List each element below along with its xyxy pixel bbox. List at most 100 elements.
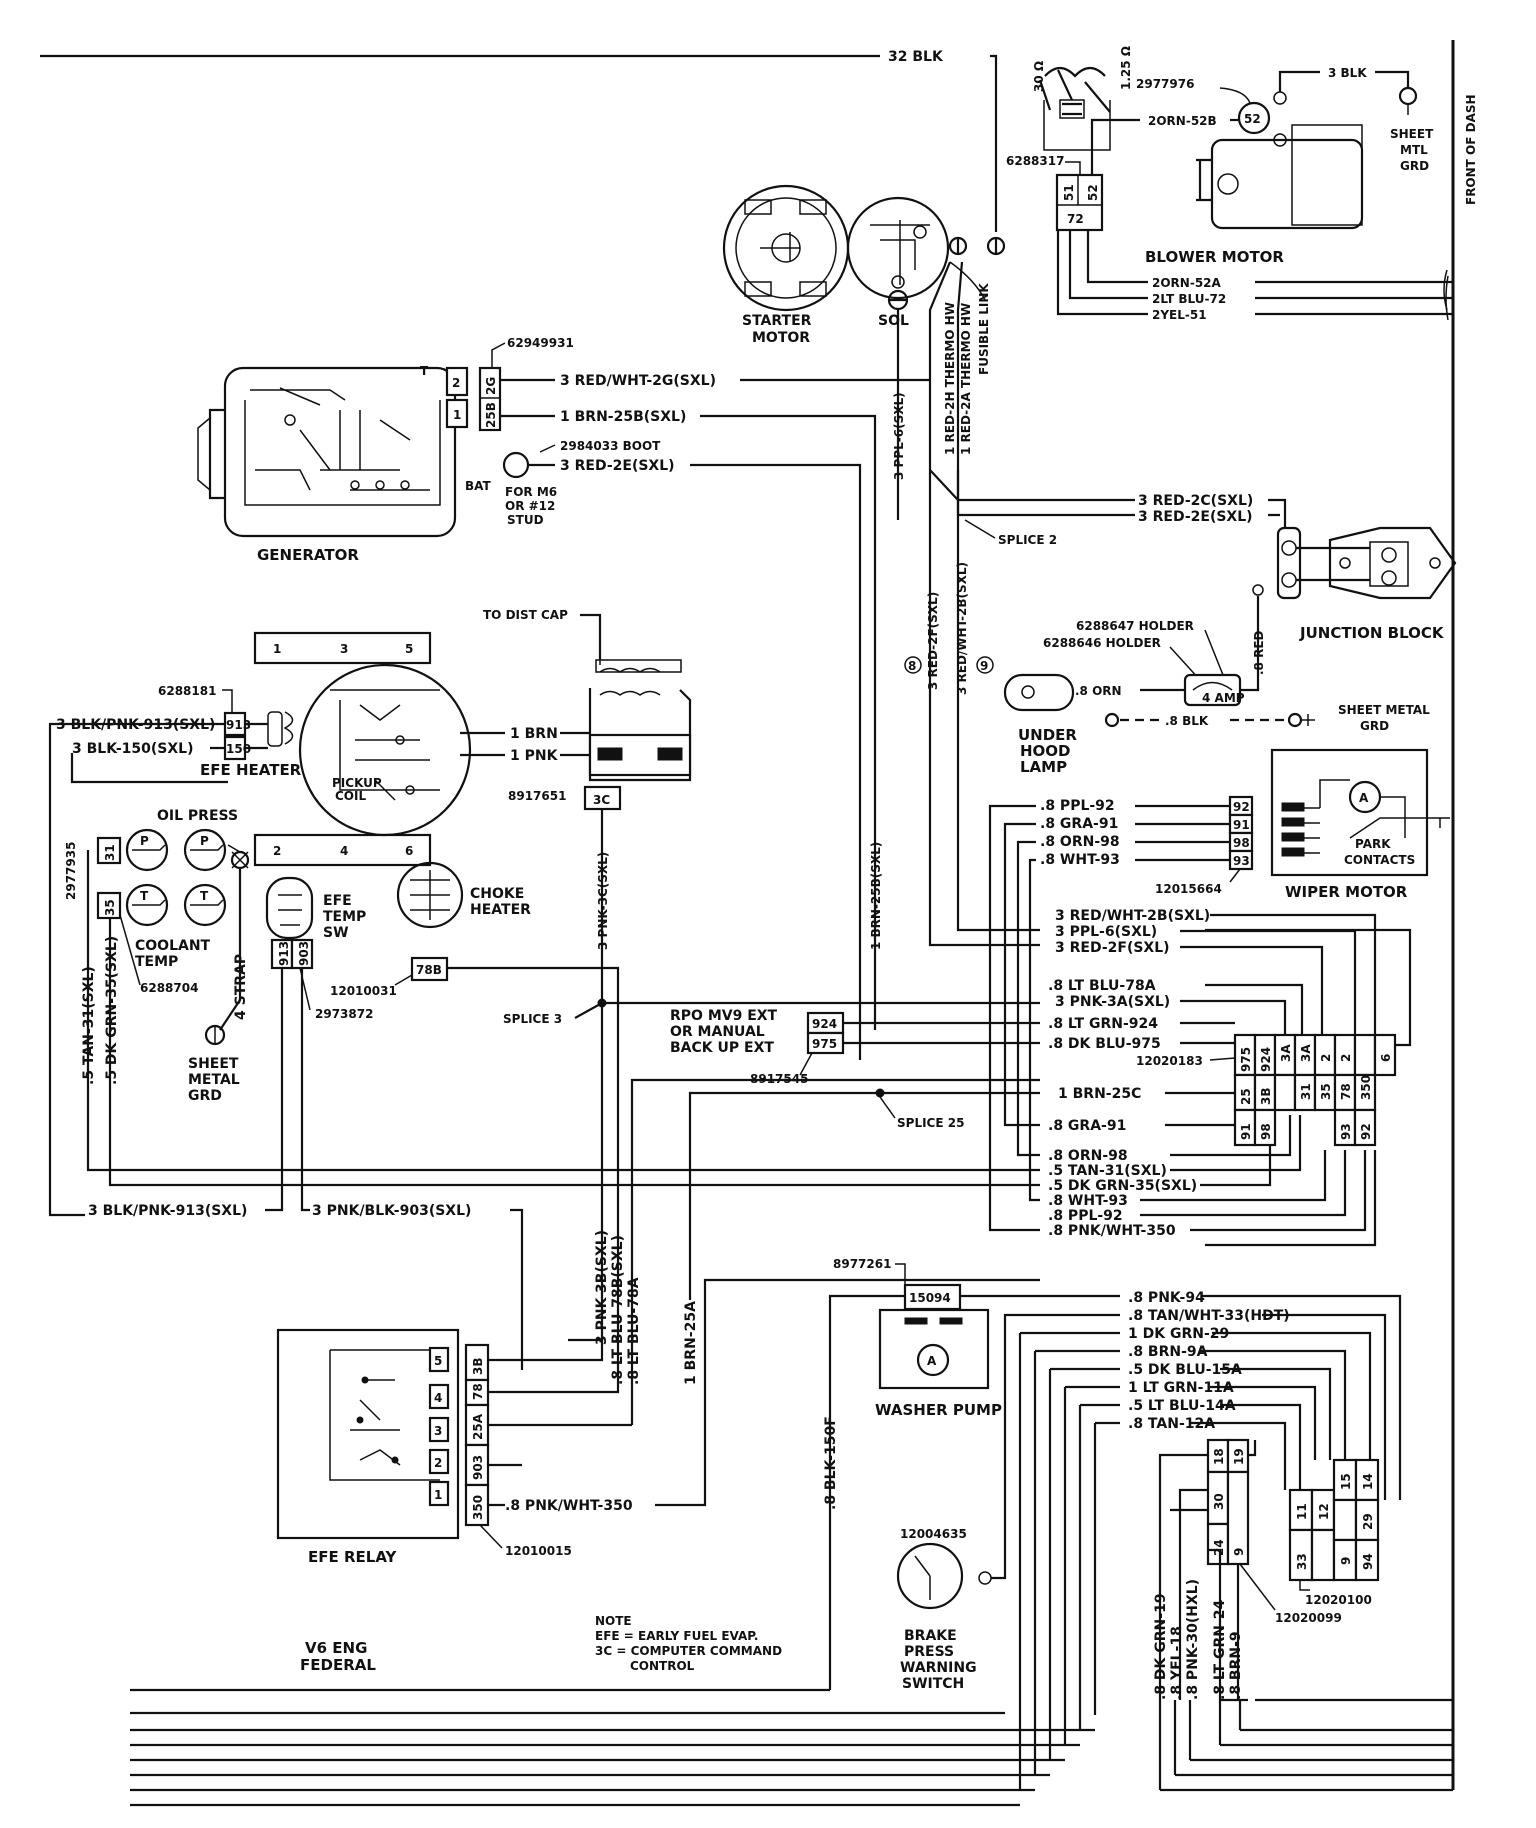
bh-wire-7: 1 BRN-25C xyxy=(1058,1086,1141,1102)
blower-motor-label: BLOWER MOTOR xyxy=(1145,248,1284,266)
wire-25b: 1 BRN-25B(SXL) xyxy=(560,409,686,425)
svg-text:35: 35 xyxy=(1319,1083,1333,1100)
svg-text:975: 975 xyxy=(1239,1047,1253,1072)
pin-51: 51 xyxy=(1062,184,1076,201)
svg-text:11: 11 xyxy=(1295,1503,1309,1520)
lr-wire-5: 1 LT GRN-11A xyxy=(1128,1380,1234,1396)
efe-temp-1: EFE xyxy=(323,893,352,909)
lr-wire-7: .8 TAN-12A xyxy=(1128,1416,1215,1432)
park-2: CONTACTS xyxy=(1344,853,1415,867)
bh-wire-10: .5 TAN-31(SXL) xyxy=(1048,1163,1167,1179)
pnk-label: 1 PNK xyxy=(510,748,559,764)
note-l3: CONTROL xyxy=(630,1659,695,1673)
svg-text:3B: 3B xyxy=(1259,1088,1273,1106)
lr-wire-0: .8 PNK-94 xyxy=(1128,1290,1205,1306)
part-6288704: 6288704 xyxy=(140,981,198,995)
sensors-group: OIL PRESS P P T T COOLANT TEMP 2977935 3… xyxy=(48,722,1040,1370)
lr-wire-6: .5 LT BLU-14A xyxy=(1128,1398,1236,1414)
efe-heater-label: EFE HEATER xyxy=(200,761,302,779)
sheet-mtl-1: SHEET xyxy=(1390,127,1434,141)
efe-relay-label: EFE RELAY xyxy=(308,1548,397,1566)
pin-72: 72 xyxy=(1067,212,1084,226)
blower-motor-body xyxy=(1210,138,1364,230)
part-2977976: 2977976 xyxy=(1136,77,1194,91)
conn-150: 150 xyxy=(226,742,251,756)
distributor-icon xyxy=(298,663,472,837)
junction-block-body xyxy=(1328,526,1457,600)
stud-3: STUD xyxy=(507,513,544,527)
oil-press-sensor-2 xyxy=(183,828,227,872)
wire-150: 3 BLK-150(SXL) xyxy=(72,741,193,757)
lr-wire-1: .8 TAN/WHT-33(HDT) xyxy=(1128,1308,1290,1324)
pin-52: 52 xyxy=(1086,184,1100,201)
wire-pnk3c: 3 PNK-3C(SXL) xyxy=(596,852,610,950)
svg-text:31: 31 xyxy=(1299,1083,1313,1100)
wire-903-bot: 3 PNK/BLK-903(SXL) xyxy=(312,1203,471,1219)
svg-text:91: 91 xyxy=(1233,818,1250,832)
brake-part: 12004635 xyxy=(900,1527,967,1541)
svg-text:93: 93 xyxy=(1339,1123,1353,1140)
wire-dkgrn35: .5 DK GRN-35(SXL) xyxy=(104,936,120,1085)
oil-press-label: OIL PRESS xyxy=(157,808,238,824)
wire-3blk: 3 BLK xyxy=(1328,66,1367,80)
lamp-2: HOOD xyxy=(1020,742,1071,760)
wiper-wire-92: .8 PPL-92 xyxy=(1040,798,1115,814)
svg-text:15: 15 xyxy=(1339,1473,1353,1490)
svg-text:3B: 3B xyxy=(471,1358,485,1376)
svg-text:14: 14 xyxy=(1361,1473,1375,1490)
svg-text:29: 29 xyxy=(1361,1513,1375,1530)
washer-group: 8977261 15094 A WASHER PUMP .8 BLK-150F … xyxy=(823,1257,1120,1692)
wire-2b: 3 RED/WHT-2B(SXL) xyxy=(955,562,969,695)
coolant-sensor-2 xyxy=(183,883,227,927)
svg-text:903: 903 xyxy=(471,1455,485,1480)
efe-relay-part: 12010015 xyxy=(505,1544,572,1558)
bulkhead-part: 12020183 xyxy=(1136,1054,1203,1068)
splice3-label: SPLICE 3 xyxy=(503,1012,562,1026)
lr-wire-4: .5 DK BLU-15A xyxy=(1128,1362,1242,1378)
svg-text:924: 924 xyxy=(1259,1047,1273,1072)
brake-4: SWITCH xyxy=(902,1676,964,1692)
park-1: PARK xyxy=(1355,837,1391,851)
bh-wire-4: 3 PNK-3A(SXL) xyxy=(1055,994,1170,1010)
svg-text:P: P xyxy=(140,834,149,848)
starter-label-1: STARTER xyxy=(742,313,812,329)
lower-right-group: .8 PNK-94 .8 TAN/WHT-33(HDT) 1 DK GRN-29… xyxy=(1018,1290,1453,1792)
front-of-dash-label: FRONT OF DASH xyxy=(1464,94,1478,205)
wire-8red: .8 RED xyxy=(1252,630,1266,675)
svg-text:5: 5 xyxy=(405,642,413,656)
wire-2e: 3 RED-2E(SXL) xyxy=(560,458,675,474)
wire-2h: 1 RED-2H THERMO HW xyxy=(943,302,957,455)
res-125: 1.25 Ω xyxy=(1119,46,1133,90)
solenoid-icon xyxy=(846,196,950,300)
front-of-dash: FRONT OF DASH xyxy=(1443,40,1478,1790)
part-2977935: 2977935 xyxy=(64,842,78,900)
bh-wire-1: 3 PPL-6(SXL) xyxy=(1055,924,1157,940)
splice2-label: SPLICE 2 xyxy=(998,533,1057,547)
sheet-metal-1: SHEET METAL xyxy=(1338,703,1430,717)
to-dist-cap: TO DIST CAP xyxy=(483,608,568,622)
svg-text:4: 4 xyxy=(340,844,348,858)
wire-25b-vert: 1 BRN-25B(SXL) xyxy=(869,842,883,950)
svg-text:T: T xyxy=(200,889,209,903)
svg-text:98: 98 xyxy=(1233,836,1250,850)
res-30: 30 Ω xyxy=(1032,61,1046,92)
bh-wire-3: .8 LT BLU-78A xyxy=(1048,978,1156,994)
brake-1: BRAKE xyxy=(904,1628,957,1644)
svg-text:18: 18 xyxy=(1212,1448,1226,1465)
splice25-label: SPLICE 25 xyxy=(897,1116,964,1130)
oil-press-sensor-1 xyxy=(125,828,169,872)
svg-text:T: T xyxy=(420,364,429,378)
lamp-1: UNDER xyxy=(1018,726,1077,744)
svg-text:9: 9 xyxy=(1232,1548,1246,1556)
svg-text:33: 33 xyxy=(1295,1553,1309,1570)
wire-51: 2YEL-51 xyxy=(1152,308,1207,322)
choke-1: CHOKE xyxy=(470,886,524,902)
wiper-wire-98: .8 ORN-98 xyxy=(1040,834,1120,850)
circle-8: 8 xyxy=(908,659,916,673)
bh-wire-14: .8 PNK/WHT-350 xyxy=(1048,1223,1176,1239)
blower-terminal-52 xyxy=(1237,101,1271,135)
generator-label: GENERATOR xyxy=(257,546,359,564)
wire-tan31: .5 TAN-31(SXL) xyxy=(81,966,97,1085)
starter-label-2: MOTOR xyxy=(752,330,810,346)
dist-top-connector xyxy=(253,631,432,665)
